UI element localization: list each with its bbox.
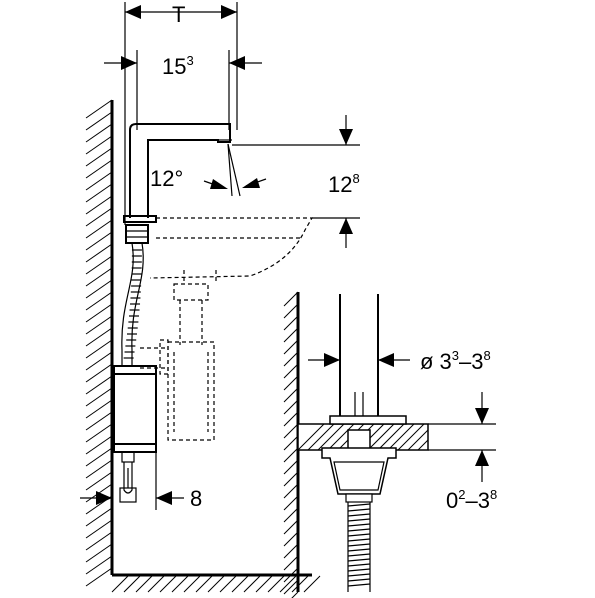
left-wall — [85, 99, 114, 587]
faucet — [123, 123, 232, 223]
dimension-reach — [104, 50, 262, 130]
detail-pipe — [347, 502, 371, 592]
label-reach: 153 — [162, 53, 194, 79]
dimension-thickness — [428, 392, 496, 482]
dimension-side-gap — [80, 452, 184, 510]
dimension-t — [124, 2, 238, 225]
waste-trap — [140, 283, 215, 441]
angle-indicator — [203, 143, 267, 197]
dimension-diameter — [308, 353, 410, 367]
detail-nut — [321, 429, 397, 503]
label-depth: T — [172, 2, 185, 27]
dimension-height — [232, 115, 360, 248]
floor — [111, 573, 321, 593]
label-angle: 12° — [150, 166, 183, 191]
detail-shaft — [339, 294, 379, 416]
detail-wall — [283, 291, 300, 598]
label-side-gap: 8 — [190, 486, 202, 511]
supply-hose — [121, 224, 149, 366]
washbasin — [149, 217, 314, 282]
label-height: 128 — [328, 171, 360, 197]
control-box — [113, 365, 157, 503]
label-diameter: ø 33–38 — [420, 348, 491, 374]
label-thickness: 02–38 — [446, 487, 497, 513]
